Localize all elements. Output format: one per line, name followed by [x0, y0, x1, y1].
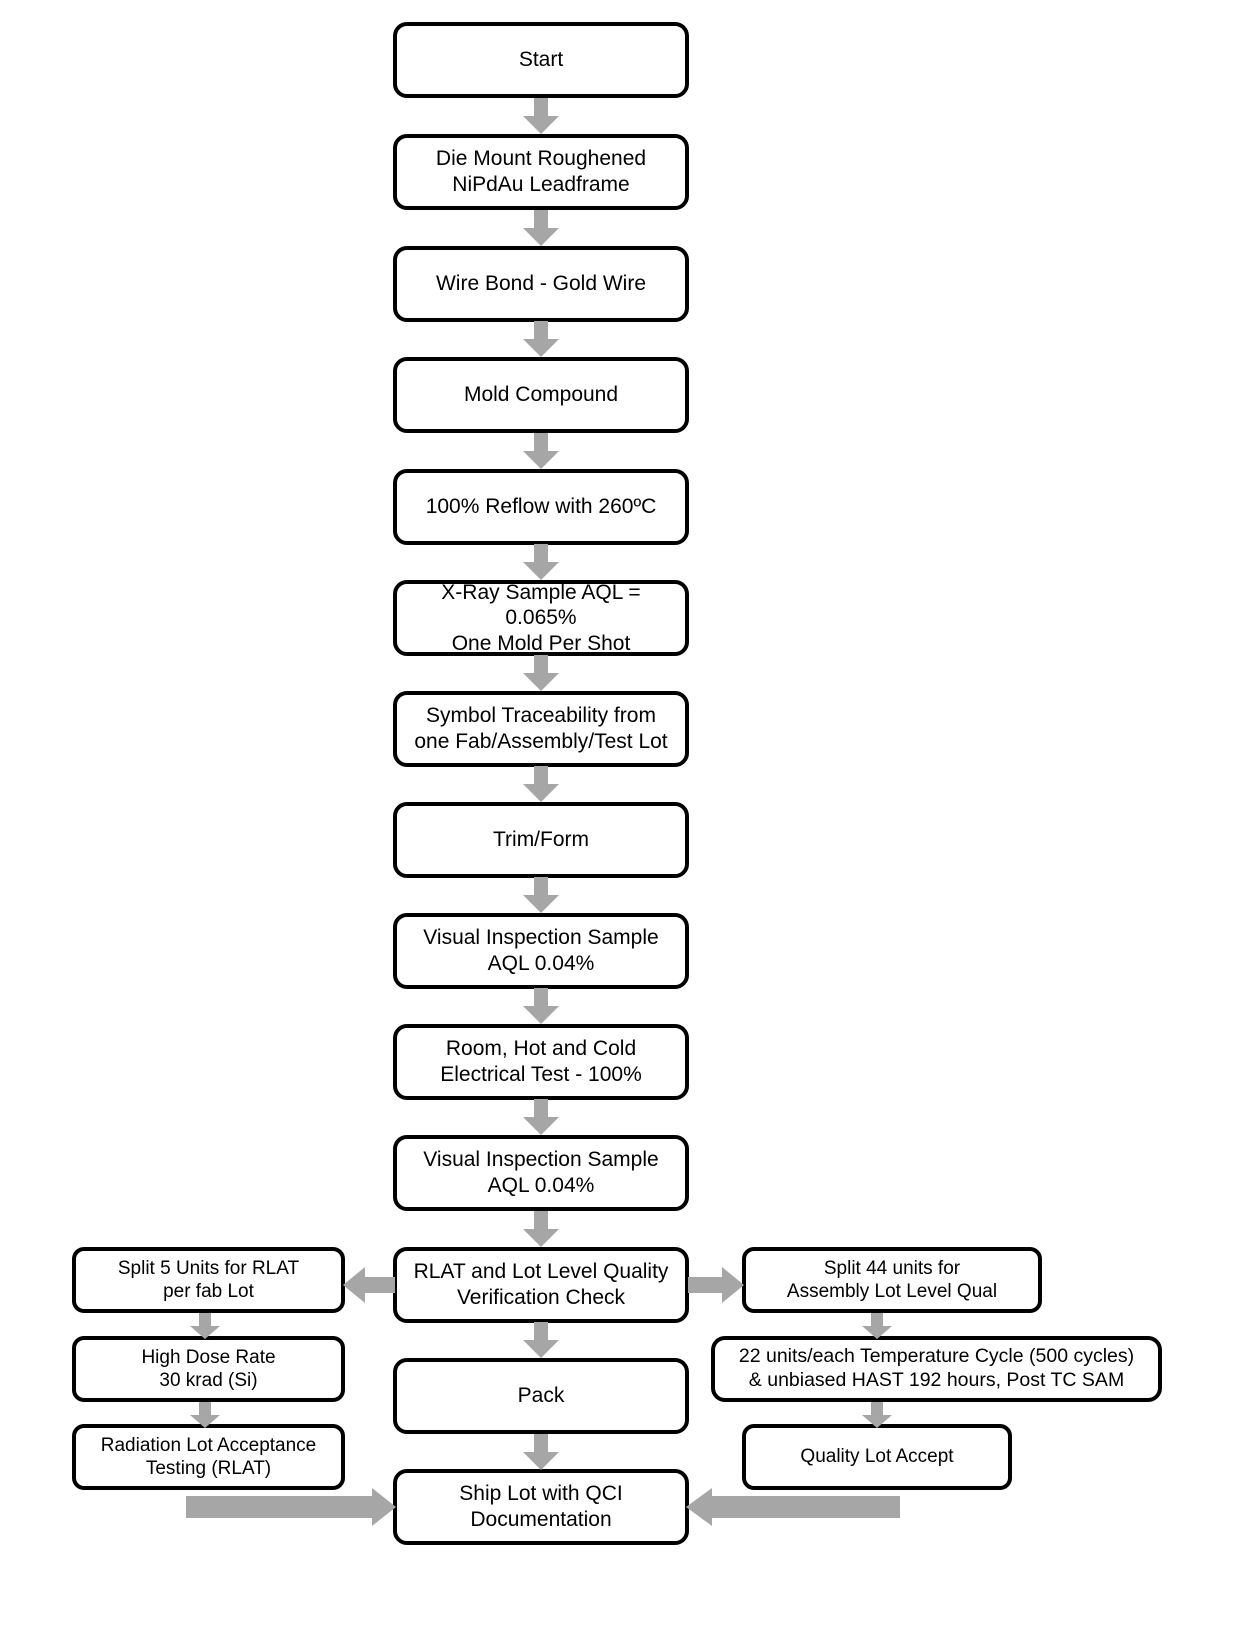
arrow-mold-compound-to-reflow	[523, 433, 559, 469]
arrow-temp-cycle-to-quality-accept	[862, 1402, 892, 1428]
node-ship-lot[interactable]: Ship Lot with QCI Documentation	[393, 1469, 689, 1545]
arrow-rlat-check-to-split-44	[688, 1265, 744, 1305]
node-reflow[interactable]: 100% Reflow with 260ºC	[393, 469, 689, 545]
arrow-rlat-check-to-split-5	[343, 1265, 395, 1305]
arrow-wire-bond-to-mold-compound	[523, 321, 559, 357]
arrow-rlat-test-to-ship-lot	[186, 1488, 396, 1526]
arrow-rlat-check-to-pack	[523, 1322, 559, 1358]
arrow-xray-to-symbol-traceability	[523, 655, 559, 691]
node-trim-form[interactable]: Trim/Form	[393, 802, 689, 878]
node-visual-inspection-2[interactable]: Visual Inspection Sample AQL 0.04%	[393, 1135, 689, 1211]
node-pack[interactable]: Pack	[393, 1358, 689, 1434]
arrow-visual-inspection-2-to-rlat-check	[523, 1211, 559, 1247]
arrow-split-44-to-temp-cycle	[862, 1313, 892, 1339]
arrow-trim-form-to-visual-inspection-1	[523, 877, 559, 913]
node-visual-inspection-1[interactable]: Visual Inspection Sample AQL 0.04%	[393, 913, 689, 989]
arrow-reflow-to-xray	[523, 544, 559, 580]
arrow-pack-to-ship-lot	[523, 1434, 559, 1470]
arrow-split-5-to-high-dose	[190, 1313, 220, 1339]
node-high-dose-rate[interactable]: High Dose Rate 30 krad (Si)	[72, 1336, 345, 1402]
arrow-die-mount-to-wire-bond	[523, 210, 559, 246]
node-split-44-units[interactable]: Split 44 units for Assembly Lot Level Qu…	[742, 1247, 1042, 1313]
arrow-high-dose-to-rlat-test	[190, 1402, 220, 1428]
arrow-visual-inspection-1-to-electrical-test	[523, 988, 559, 1024]
arrow-quality-accept-to-ship-lot	[686, 1488, 900, 1526]
node-temperature-cycle-hast[interactable]: 22 units/each Temperature Cycle (500 cyc…	[711, 1336, 1162, 1402]
node-start[interactable]: Start	[393, 22, 689, 98]
node-symbol-traceability[interactable]: Symbol Traceability from one Fab/Assembl…	[393, 691, 689, 767]
node-die-mount[interactable]: Die Mount Roughened NiPdAu Leadframe	[393, 134, 689, 210]
arrow-start-to-die-mount	[523, 98, 559, 134]
node-radiation-lot-acceptance-testing[interactable]: Radiation Lot Acceptance Testing (RLAT)	[72, 1424, 345, 1490]
node-split-5-units[interactable]: Split 5 Units for RLAT per fab Lot	[72, 1247, 345, 1313]
node-quality-lot-accept[interactable]: Quality Lot Accept	[742, 1424, 1012, 1490]
node-mold-compound[interactable]: Mold Compound	[393, 357, 689, 433]
arrow-symbol-traceability-to-trim-form	[523, 766, 559, 802]
node-rlat-verification-check[interactable]: RLAT and Lot Level Quality Verification …	[393, 1247, 689, 1323]
node-wire-bond[interactable]: Wire Bond - Gold Wire	[393, 246, 689, 322]
node-electrical-test[interactable]: Room, Hot and Cold Electrical Test - 100…	[393, 1024, 689, 1100]
node-xray[interactable]: X-Ray Sample AQL = 0.065% One Mold Per S…	[393, 580, 689, 656]
arrow-electrical-test-to-visual-inspection-2	[523, 1099, 559, 1135]
